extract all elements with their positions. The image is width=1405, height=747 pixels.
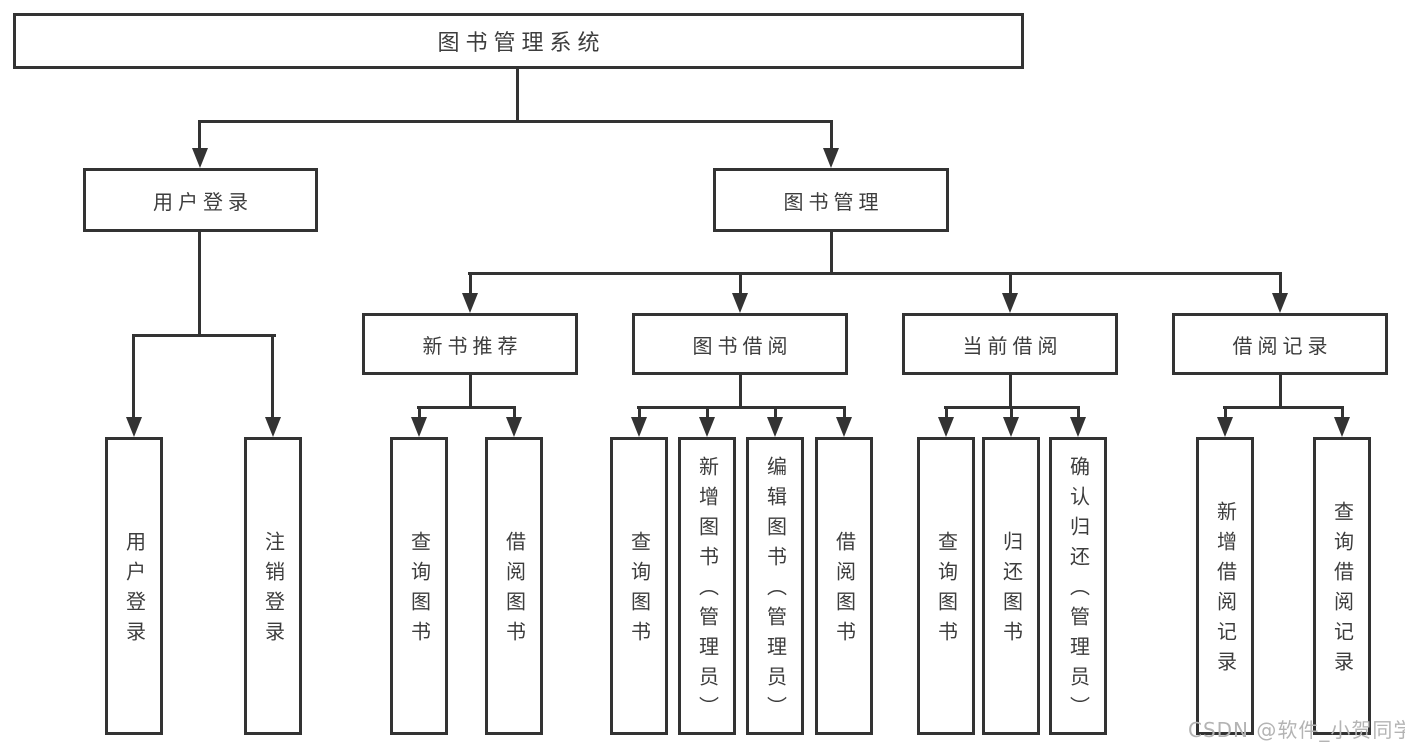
connector-drop-leaf — [774, 406, 777, 420]
arrowhead-icon — [767, 417, 783, 437]
leaf-logout: 注销登录 — [244, 437, 302, 735]
arrowhead-icon — [836, 417, 852, 437]
leaf-label: 编辑图书（管理员） — [763, 456, 788, 726]
connector-section-stem — [1009, 375, 1012, 408]
connector-root-crossbar — [198, 120, 833, 123]
arrowhead-icon — [506, 417, 522, 437]
leaf-add-borrow-record: 新增借阅记录 — [1196, 437, 1254, 735]
connector-drop-leaf — [132, 335, 135, 419]
csdn-watermark: CSDN @软件_小贺同学 — [1188, 718, 1405, 742]
arrowhead-icon — [1070, 417, 1086, 437]
arrowhead-icon — [823, 148, 839, 168]
leaf-query-borrow-record: 查询借阅记录 — [1313, 437, 1371, 735]
connector-drop-leaf — [1010, 406, 1013, 420]
node-book-borrowing: 图书借阅 — [632, 313, 848, 375]
connector-drop-section — [1009, 273, 1012, 295]
arrowhead-icon — [1003, 417, 1019, 437]
node-borrowing-records: 借阅记录 — [1172, 313, 1388, 375]
arrowhead-icon — [631, 417, 647, 437]
leaf-label: 查询借阅记录 — [1330, 501, 1355, 681]
leaf-query-books-recommend: 查询图书 — [390, 437, 448, 735]
node-book-management: 图书管理 — [713, 168, 949, 232]
connector-drop-leaf — [418, 406, 421, 420]
arrowhead-icon — [126, 417, 142, 437]
leaf-label: 归还图书 — [999, 531, 1024, 651]
leaf-label: 用户登录 — [122, 531, 147, 651]
connector-drop-leaf — [843, 406, 846, 420]
connector-drop-book-mgmt — [830, 120, 833, 150]
leaf-label: 确认归还（管理员） — [1066, 456, 1091, 726]
leaf-label: 新增借阅记录 — [1213, 501, 1238, 681]
connector-drop-leaf — [513, 406, 516, 420]
arrowhead-icon — [1272, 293, 1288, 313]
connector-user-login-stem — [198, 232, 201, 336]
connector-root-stem — [516, 69, 519, 120]
leaf-add-book-admin: 新增图书（管理员） — [678, 437, 736, 735]
leaf-return-books: 归还图书 — [982, 437, 1040, 735]
node-new-book-recommendation: 新书推荐 — [362, 313, 578, 375]
node-root-library-management-system: 图书管理系统 — [13, 13, 1024, 69]
arrowhead-icon — [192, 148, 208, 168]
leaf-label: 查询图书 — [934, 531, 959, 651]
leaf-query-books-current: 查询图书 — [917, 437, 975, 735]
leaf-edit-book-admin: 编辑图书（管理员） — [746, 437, 804, 735]
node-current-borrowing: 当前借阅 — [902, 313, 1118, 375]
connector-drop-leaf — [945, 406, 948, 420]
leaf-borrow-books-borrowing: 借阅图书 — [815, 437, 873, 735]
connector-section-stem — [469, 375, 472, 408]
leaf-label: 借阅图书 — [832, 531, 857, 651]
connector-drop-user-login — [198, 120, 201, 150]
leaf-confirm-return-admin: 确认归还（管理员） — [1049, 437, 1107, 735]
arrowhead-icon — [411, 417, 427, 437]
connector-drop-section — [469, 273, 472, 295]
connector-drop-section — [1279, 273, 1282, 295]
leaf-query-books-borrowing: 查询图书 — [610, 437, 668, 735]
connector-drop-leaf — [271, 335, 274, 419]
connector-user-login-crossbar — [132, 334, 276, 337]
node-user-login: 用户登录 — [83, 168, 318, 232]
arrowhead-icon — [938, 417, 954, 437]
leaf-label: 注销登录 — [261, 531, 286, 651]
leaf-label: 新增图书（管理员） — [695, 456, 720, 726]
arrowhead-icon — [1002, 293, 1018, 313]
arrowhead-icon — [265, 417, 281, 437]
connector-section-stem — [739, 375, 742, 408]
leaf-borrow-books-recommend: 借阅图书 — [485, 437, 543, 735]
connector-book-mgmt-stem — [830, 232, 833, 274]
connector-drop-section — [739, 273, 742, 295]
connector-section-crossbar — [1223, 406, 1344, 409]
leaf-label: 查询图书 — [627, 531, 652, 651]
arrowhead-icon — [1334, 417, 1350, 437]
connector-section-crossbar — [417, 406, 516, 409]
arrowhead-icon — [462, 293, 478, 313]
leaf-user-login: 用户登录 — [105, 437, 163, 735]
connector-drop-leaf — [1077, 406, 1080, 420]
arrowhead-icon — [732, 293, 748, 313]
connector-drop-leaf — [638, 406, 641, 420]
arrowhead-icon — [1217, 417, 1233, 437]
connector-book-mgmt-crossbar — [468, 272, 1282, 275]
connector-section-crossbar — [637, 406, 846, 409]
leaf-label: 借阅图书 — [502, 531, 527, 651]
connector-drop-leaf — [1224, 406, 1227, 420]
connector-section-stem — [1279, 375, 1282, 408]
connector-drop-leaf — [706, 406, 709, 420]
arrowhead-icon — [699, 417, 715, 437]
leaf-label: 查询图书 — [407, 531, 432, 651]
connector-drop-leaf — [1341, 406, 1344, 420]
